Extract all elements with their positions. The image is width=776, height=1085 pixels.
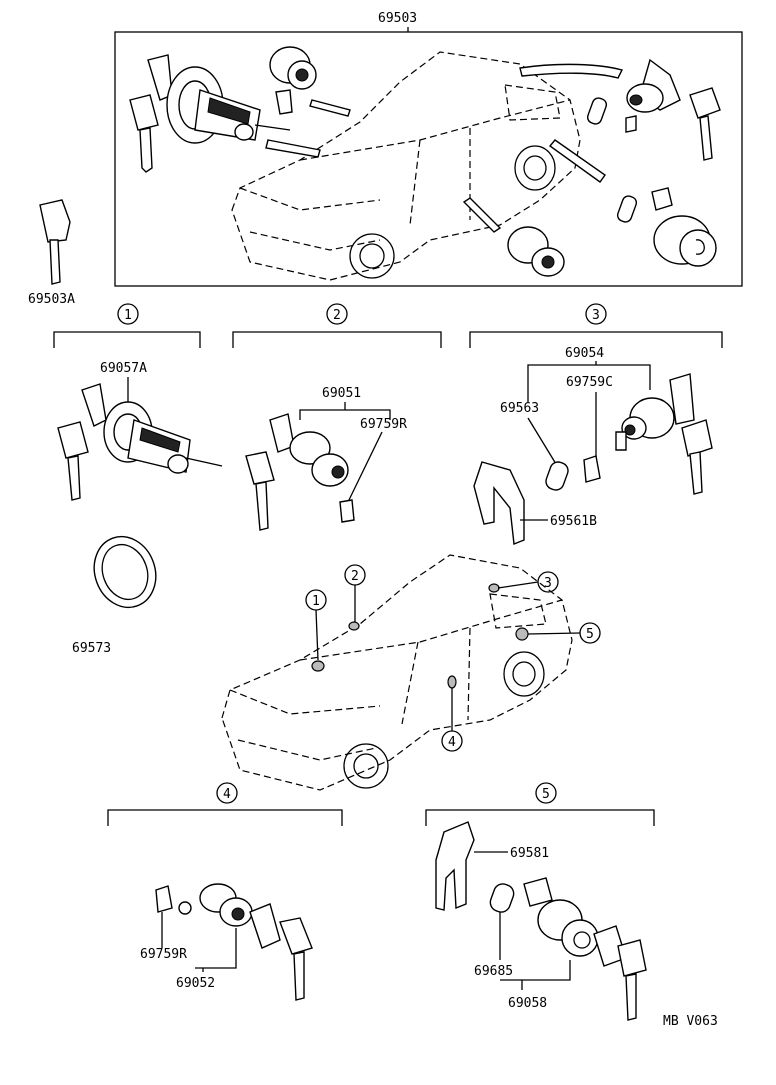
top-kit-box bbox=[114, 31, 743, 287]
glove-lock-cylinder bbox=[245, 413, 355, 531]
svg-text:2: 2 bbox=[333, 308, 341, 323]
label-69054: 69054 bbox=[565, 346, 604, 361]
car-illustration-top bbox=[231, 51, 581, 281]
cover-69561B bbox=[473, 461, 525, 545]
callout-4-car: 4 bbox=[441, 688, 463, 752]
svg-text:5: 5 bbox=[586, 627, 594, 642]
label-69759R-2: 69759R bbox=[360, 417, 407, 432]
svg-text:3: 3 bbox=[544, 576, 552, 591]
label-69759R-4: 69759R bbox=[140, 947, 187, 962]
svg-text:4: 4 bbox=[448, 735, 456, 750]
label-69503A: 69503A bbox=[28, 292, 75, 307]
label-69573: 69573 bbox=[72, 641, 111, 656]
callout-2-car: 2 bbox=[344, 564, 366, 622]
ignition-cylinder-assembly bbox=[57, 383, 223, 501]
callout-5-header: 5 bbox=[425, 782, 655, 826]
svg-text:5: 5 bbox=[542, 787, 550, 802]
label-69561B: 69561B bbox=[550, 514, 597, 529]
svg-text:1: 1 bbox=[124, 308, 132, 323]
spare-key-icon bbox=[39, 199, 71, 285]
callout-5-car: 5 bbox=[527, 622, 601, 644]
pad-69685 bbox=[489, 883, 515, 913]
label-69563: 69563 bbox=[500, 401, 539, 416]
label-69685: 69685 bbox=[474, 964, 513, 979]
label-69051: 69051 bbox=[322, 386, 361, 401]
callout-3-car: 3 bbox=[497, 571, 559, 593]
svg-text:1: 1 bbox=[312, 594, 320, 609]
label-69058: 69058 bbox=[508, 996, 547, 1011]
callout-3-header: 3 bbox=[469, 303, 723, 348]
cover-69581 bbox=[435, 821, 475, 911]
door-lock-top bbox=[507, 226, 565, 277]
label-69759C: 69759C bbox=[566, 375, 613, 390]
ignition-lock-top bbox=[129, 54, 291, 173]
svg-text:2: 2 bbox=[351, 569, 359, 584]
hatch-lock-cylinder bbox=[615, 373, 713, 495]
car-illustration-middle bbox=[221, 554, 573, 791]
back-lock-top bbox=[616, 187, 717, 267]
callout-4-header: 4 bbox=[107, 782, 343, 826]
pad-69563 bbox=[545, 461, 569, 491]
glove-lock-top bbox=[269, 46, 317, 115]
retainer-69759C bbox=[583, 455, 601, 483]
label-69052: 69052 bbox=[176, 976, 215, 991]
back-door-lock-cylinder bbox=[523, 877, 647, 1021]
hatch-lock-top bbox=[586, 58, 721, 161]
label-69057A: 69057A bbox=[100, 361, 147, 376]
callout-1-car: 1 bbox=[305, 589, 327, 661]
callout-1-header: 1 bbox=[53, 303, 201, 348]
label-69503: 69503 bbox=[378, 11, 417, 26]
ring-69573 bbox=[93, 535, 157, 609]
svg-text:4: 4 bbox=[223, 787, 231, 802]
label-69581: 69581 bbox=[510, 846, 549, 861]
door-lock-cylinder bbox=[155, 883, 313, 1001]
footer-code: MB V063 bbox=[663, 1014, 718, 1029]
svg-text:3: 3 bbox=[592, 308, 600, 323]
callout-2-header: 2 bbox=[232, 303, 442, 348]
